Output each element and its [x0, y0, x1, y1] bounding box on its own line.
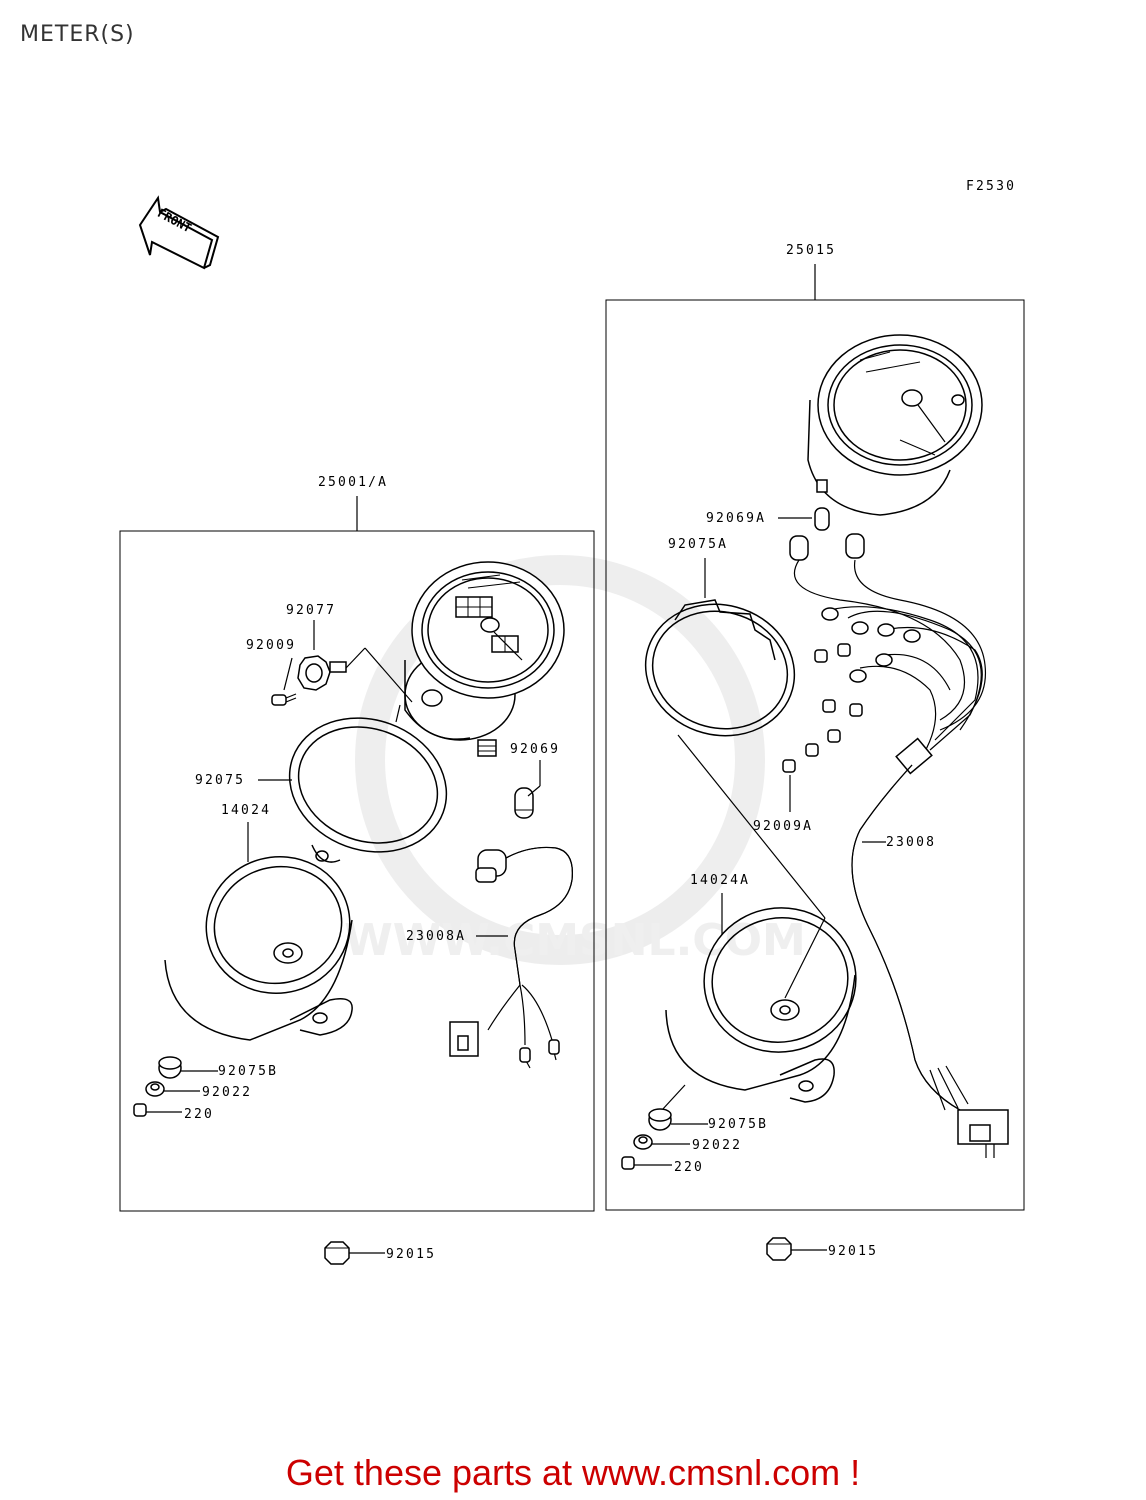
part-label-92075B-right: 92075B: [708, 1117, 768, 1132]
assembly-box-25015: 25015: [605, 243, 1025, 1211]
part-label-220-right: 220: [674, 1160, 704, 1175]
part-label-92009A: 92009A: [753, 819, 813, 834]
assembly-label-25015: 25015: [786, 243, 836, 258]
meter-case-14024: 14024: [164, 803, 353, 1041]
socket-harness-23008A: 23008A: [406, 846, 574, 1069]
tachometer-unit: [395, 561, 565, 757]
bulb-92069: 92069: [510, 742, 560, 819]
page-title: METER(S): [20, 22, 135, 47]
bulb-92069A: 92069A: [706, 507, 830, 531]
speedometer-unit: [807, 334, 983, 516]
part-label-92075: 92075: [195, 773, 245, 788]
cmsnl-watermark: WWW.CMSNL.COM: [344, 555, 806, 966]
part-label-92077: 92077: [286, 603, 336, 618]
washer-92022-left: 92022: [145, 1081, 252, 1100]
wire-harness-23008: 23008: [789, 533, 1009, 1158]
assembly-box-25001: 25001/A: [119, 475, 595, 1212]
part-label-23008A: 23008A: [406, 929, 466, 944]
nut-92015-left: 92015: [324, 1241, 436, 1265]
meter-case-14024A: 14024A: [661, 734, 857, 1111]
part-label-92075B-left: 92075B: [218, 1064, 278, 1079]
nut-92075B-right: 92075B: [648, 1108, 768, 1132]
assembly-label-25001: 25001/A: [318, 475, 388, 490]
part-label-92009: 92009: [246, 638, 296, 653]
part-label-220-left: 220: [184, 1107, 214, 1122]
front-direction-arrow-icon: FRONT: [138, 195, 220, 270]
part-label-92069: 92069: [510, 742, 560, 757]
screws-92009A: 92009A: [753, 643, 863, 834]
part-label-92015-left: 92015: [386, 1247, 436, 1262]
ring-gasket-92075: 92075: [195, 717, 448, 863]
washer-92022-right: 92022: [633, 1134, 742, 1153]
ring-gasket-92075A: 92075A: [644, 537, 796, 737]
screw-92009: 92009: [246, 638, 297, 706]
part-label-92022-left: 92022: [202, 1085, 252, 1100]
part-label-14024A: 14024A: [690, 873, 750, 888]
part-label-14024: 14024: [221, 803, 271, 818]
part-label-92015-right: 92015: [828, 1244, 878, 1259]
screw-220-right: 220: [621, 1156, 704, 1175]
nut-92015-right: 92015: [766, 1237, 878, 1261]
nut-92075B-left: 92075B: [158, 1056, 278, 1079]
promo-link-text[interactable]: Get these parts at www.cmsnl.com !: [285, 1452, 861, 1493]
screw-220-left: 220: [133, 1103, 214, 1122]
part-label-92022-right: 92022: [692, 1138, 742, 1153]
part-label-23008: 23008: [886, 835, 936, 850]
part-label-92075A: 92075A: [668, 537, 728, 552]
part-label-92069A: 92069A: [706, 511, 766, 526]
figure-code: F2530: [966, 179, 1016, 194]
trip-knob-92077: 92077: [286, 603, 413, 703]
